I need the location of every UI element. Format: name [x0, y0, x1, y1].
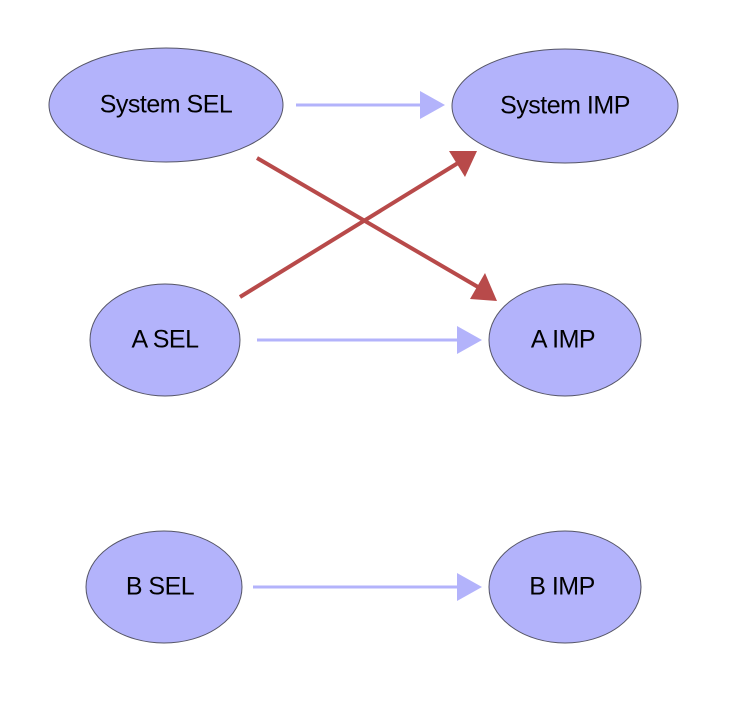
arrow-system-sel-to-system-imp — [296, 91, 445, 119]
node-system-sel-label: System SEL — [100, 91, 233, 119]
arrow-head — [470, 273, 497, 301]
arrow-a-sel-to-a-imp — [257, 326, 482, 354]
node-system-sel-shape — [48, 47, 284, 163]
arrow-system-sel-to-a-imp — [255, 156, 497, 301]
node-a-imp[interactable]: A IMP — [488, 283, 642, 397]
node-a-sel-label: A SEL — [132, 326, 200, 354]
node-a-sel[interactable]: A SEL — [89, 283, 241, 397]
node-b-sel-label: B SEL — [126, 573, 195, 601]
arrow-head — [457, 573, 482, 601]
node-system-sel[interactable]: System SEL — [48, 47, 284, 163]
node-b-imp-shape — [488, 530, 642, 644]
arrow-line — [238, 161, 460, 299]
arrow-b-sel-to-b-imp — [253, 573, 482, 601]
node-b-imp-label: B IMP — [529, 573, 595, 601]
arrow-line — [255, 156, 480, 289]
arrow-head — [457, 326, 482, 354]
node-a-imp-shape — [488, 283, 642, 397]
arrow-a-sel-to-system-imp — [238, 151, 477, 299]
arrow-head — [420, 91, 445, 119]
node-b-imp[interactable]: B IMP — [488, 530, 642, 644]
node-a-sel-shape — [89, 283, 241, 397]
node-system-imp-label: System IMP — [500, 92, 630, 120]
arrow-head — [449, 151, 477, 177]
node-system-imp[interactable]: System IMP — [451, 48, 679, 164]
node-a-imp-label: A IMP — [531, 326, 595, 354]
node-b-sel[interactable]: B SEL — [85, 530, 243, 644]
node-system-imp-shape — [451, 48, 679, 164]
node-b-sel-shape — [85, 530, 243, 644]
